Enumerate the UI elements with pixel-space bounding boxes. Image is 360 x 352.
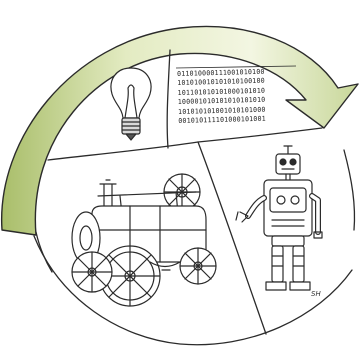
artist-signature: SH [311, 290, 321, 298]
light-bulb-icon [110, 67, 152, 141]
section-dividers [47, 49, 323, 335]
robot-icon [235, 145, 323, 291]
binary-frame [175, 65, 297, 69]
binary-code-block: 011010000111001010100 101010010101010100… [177, 67, 296, 127]
cycle-arrow [1, 25, 359, 236]
circle-outline [33, 149, 356, 346]
steam-engine-icon [71, 173, 217, 307]
